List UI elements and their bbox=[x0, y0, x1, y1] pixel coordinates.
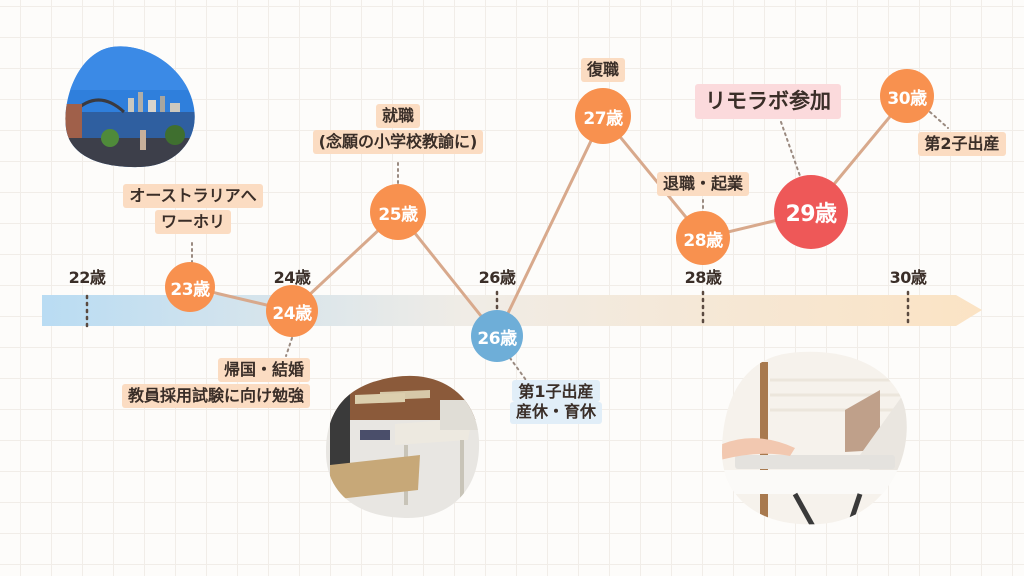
age-node-28: 28歳 bbox=[676, 211, 730, 265]
event-note-24-line-1: 帰国・結婚 bbox=[217, 358, 310, 382]
axis-tick-22: 22歳 bbox=[68, 268, 106, 287]
event-note-29-remolabo: リモラボ参加 bbox=[686, 84, 850, 119]
age-node-30: 30歳 bbox=[880, 69, 934, 123]
event-note-26-line-1: 第1子出産 bbox=[512, 380, 600, 402]
event-note-27: 復職 bbox=[565, 58, 641, 82]
age-node-25: 25歳 bbox=[370, 184, 426, 240]
age-node-26: 26歳 bbox=[471, 310, 523, 362]
event-note-29-line-1: リモラボ参加 bbox=[695, 84, 841, 119]
event-note-27-line-1: 復職 bbox=[580, 58, 625, 82]
event-note-25-line-2: (念願の小学校教諭に) bbox=[312, 130, 484, 154]
axis-tick-28: 28歳 bbox=[684, 268, 722, 287]
axis-tick-30: 30歳 bbox=[889, 268, 927, 287]
event-note-23: オーストラリアへ ワーホリ bbox=[108, 184, 278, 234]
age-node-29: 29歳 bbox=[774, 175, 848, 249]
event-note-23-line-2: ワーホリ bbox=[154, 210, 231, 234]
event-note-24-line-2: 教員採用試験に向け勉強 bbox=[121, 384, 310, 408]
age-node-24: 24歳 bbox=[266, 285, 318, 337]
event-note-26-line-2: 産休・育休 bbox=[509, 402, 602, 424]
axis-tick-26: 26歳 bbox=[478, 268, 516, 287]
event-note-25-line-1: 就職 bbox=[375, 104, 420, 128]
event-note-30-line-1: 第2子出産 bbox=[918, 132, 1006, 156]
age-node-23: 23歳 bbox=[165, 262, 215, 312]
event-note-28: 退職・起業 bbox=[640, 172, 766, 196]
event-note-25: 就職 (念願の小学校教諭に) bbox=[288, 104, 508, 154]
event-note-30: 第2子出産 bbox=[910, 132, 1014, 156]
event-note-28-line-1: 退職・起業 bbox=[656, 172, 749, 196]
age-node-27: 27歳 bbox=[575, 88, 631, 144]
event-note-24: 帰国・結婚 教員採用試験に向け勉強 bbox=[84, 358, 310, 408]
event-note-26: 第1子出産 産休・育休 bbox=[500, 380, 612, 424]
classroom-desks-photo bbox=[325, 375, 480, 519]
laptop-typing-photo bbox=[722, 351, 907, 525]
sydney-harbour-photo bbox=[65, 46, 195, 168]
axis-tick-24: 24歳 bbox=[273, 268, 311, 287]
event-note-23-line-1: オーストラリアへ bbox=[123, 184, 263, 208]
